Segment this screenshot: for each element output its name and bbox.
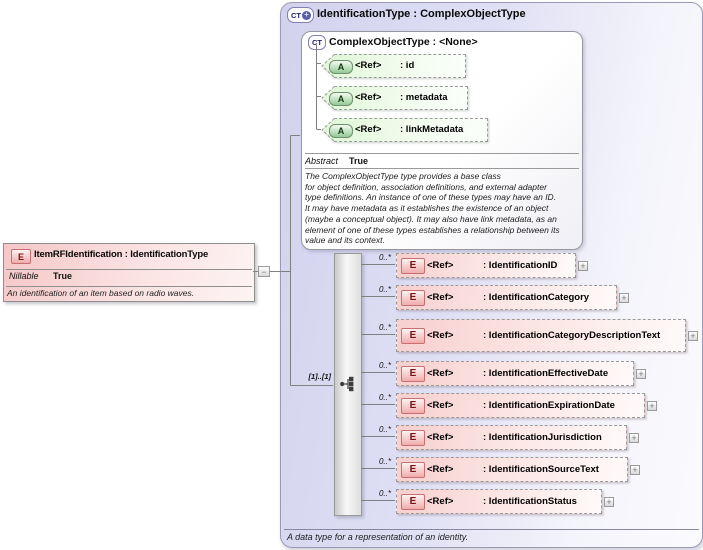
element-row-identificationcategorydescriptiontext[interactable]: E <Ref> : IdentificationCategoryDescript… [396,319,698,352]
complex-type-panel-identificationtype[interactable]: CT + IdentificationType : ComplexObjectT… [280,2,703,548]
element-ref-label: <Ref> [427,260,454,271]
element-name: : IdentificationSourceText [483,464,599,475]
element-row-identificationjurisdiction[interactable]: E <Ref> : IdentificationJurisdiction + [396,425,639,450]
expand-toggle[interactable]: + [647,400,657,411]
occurs-label: 0..* [378,489,391,498]
expand-toggle[interactable]: + [688,330,698,341]
sequence-group-bar[interactable] [334,253,362,516]
attribute-name: : linkMetadata [400,124,464,135]
element-ref-label: <Ref> [427,432,454,443]
base-type-title: ComplexObjectType : <None> [329,36,478,48]
attribute-name: : id [400,60,415,71]
divider [6,286,252,287]
element-ref-label: <Ref> [427,330,454,341]
panel-title: IdentificationType : ComplexObjectType [317,8,526,20]
nillable-label: Nillable [9,271,39,281]
left-box-title: ItemRFIdentification : IdentificationTyp… [34,249,209,260]
element-row-identificationsourcetext[interactable]: E <Ref> : IdentificationSourceText + [396,457,640,482]
element-icon: E [401,327,425,344]
occurs-label: 0..* [378,425,391,434]
base-type-description: The ComplexObjectType type provides a ba… [305,171,560,246]
attribute-row-metadata[interactable]: A <Ref> : metadata [321,86,468,110]
element-name: : IdentificationCategoryDescriptionText [483,330,661,341]
expand-toggle[interactable]: + [629,432,639,443]
element-name: : IdentificationEffectiveDate [483,368,609,379]
divider [284,529,699,530]
abstract-value: True [349,156,369,166]
element-icon: E [401,429,425,446]
element-name: : IdentificationCategory [483,292,590,303]
occurs-label: 0..* [378,253,391,262]
expand-toggle[interactable]: + [604,496,614,507]
element-ref-label: <Ref> [427,292,454,303]
attribute-row-id[interactable]: A <Ref> : id [321,54,466,78]
occurs-label: 0..* [378,285,391,294]
element-name: : IdentificationStatus [483,496,577,507]
element-icon: E [401,289,425,306]
expand-toggle[interactable]: + [636,368,646,379]
left-box-description: An identification of an item based on ra… [7,288,195,298]
element-row-identificationid[interactable]: E <Ref> : IdentificationID + [396,253,588,278]
attribute-row-linkmetadata[interactable]: A <Ref> : linkMetadata [321,118,488,142]
element-row-identificationcategory[interactable]: E <Ref> : IdentificationCategory + [396,285,629,310]
expand-toggle[interactable]: + [619,292,629,303]
element-icon: E [401,257,425,274]
element-ref-label: <Ref> [427,368,454,379]
ct-icon-label: CT [291,10,301,20]
attribute-icon: A [329,124,353,138]
expand-toggle[interactable]: + [578,260,588,271]
element-name: : IdentificationExpirationDate [483,400,615,411]
element-ref-label: <Ref> [427,496,454,507]
complex-type-icon: CT [308,35,326,50]
element-name: : IdentificationID [483,260,558,271]
occurs-label: 0..* [378,323,391,332]
element-row-identificationeffectivedate[interactable]: E <Ref> : IdentificationEffectiveDate + [396,361,646,386]
plus-circle-icon: + [302,10,311,20]
element-icon: E [401,397,425,414]
element-ref-label: <Ref> [427,400,454,411]
element-ref-label: <Ref> [427,464,454,475]
attribute-ref-label: <Ref> [355,92,382,103]
element-icon: E [401,461,425,478]
attribute-name: : metadata [400,92,448,103]
attribute-ref-label: <Ref> [355,60,382,71]
complex-type-plus-icon: CT + [287,7,314,23]
occurs-label: 0..* [378,393,391,402]
attribute-ref-label: <Ref> [355,124,382,135]
occurs-label: 0..* [378,457,391,466]
panel-footer-description: A data type for a representation of an i… [287,532,469,542]
element-icon: E [401,365,425,382]
divider [6,269,252,270]
divider [305,168,579,169]
element-icon: E [11,249,31,264]
occurs-label: 0..* [378,361,391,370]
element-box-itemrfidentification[interactable]: E ItemRFIdentification : IdentificationT… [3,243,255,302]
sequence-icon [340,376,354,392]
element-row-identificationexpirationdate[interactable]: E <Ref> : IdentificationExpirationDate + [396,393,657,418]
nillable-value: True [53,271,73,281]
expand-toggle[interactable]: + [630,464,640,475]
element-icon: E [401,493,425,510]
abstract-label: Abstract [305,156,339,166]
collapse-toggle[interactable]: − [258,266,270,277]
element-row-identificationstatus[interactable]: E <Ref> : IdentificationStatus + [396,489,614,514]
attribute-icon: A [329,60,353,74]
attribute-icon: A [329,92,353,106]
divider [305,153,579,154]
sequence-cardinality: [1]..[1] [308,372,332,381]
element-name: : IdentificationJurisdiction [483,432,602,443]
